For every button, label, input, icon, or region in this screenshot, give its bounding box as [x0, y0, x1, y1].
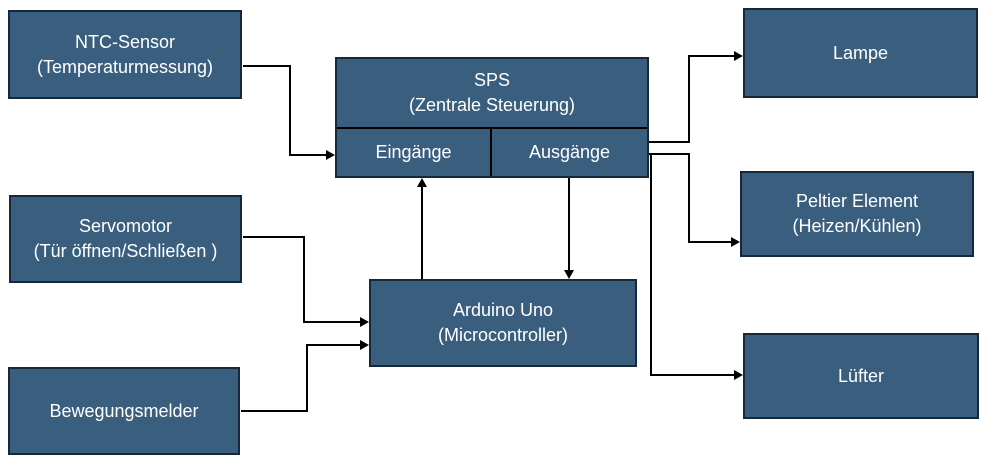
connector-servo-to-arduino-segment: [303, 321, 361, 323]
arrowhead-into-eingaenge-icon: [326, 150, 335, 160]
connector-ausgaenge-to-peltier-segment: [649, 153, 690, 155]
node-sps-subrow: Eingänge Ausgänge: [337, 127, 647, 176]
node-servomotor-subtitle: (Tür öffnen/Schließen ): [33, 241, 218, 261]
arrowhead-into-arduino-top-icon: [564, 270, 574, 279]
node-ntc-sensor: NTC-Sensor (Temperaturmessung): [8, 10, 242, 99]
connector-ausgaenge-to-arduino-segment: [568, 178, 570, 271]
node-arduino-uno: Arduino Uno (Microcontroller): [369, 279, 637, 367]
arrowhead-into-eingaenge-bottom-icon: [417, 178, 427, 187]
node-sps-ausgaenge-label: Ausgänge: [528, 142, 611, 162]
connector-servo-to-arduino-segment: [243, 236, 305, 238]
connector-ntc-to-eingaenge-segment: [289, 154, 327, 156]
node-peltier-element-title: Peltier Element: [795, 191, 919, 211]
connector-servo-to-arduino-segment: [303, 236, 305, 323]
node-bewegungsmelder-title: Bewegungsmelder: [49, 400, 199, 421]
node-peltier-element-subtitle: (Heizen/Kühlen): [792, 216, 922, 236]
node-ntc-sensor-subtitle: (Temperaturmessung): [36, 56, 214, 77]
node-sps-eingaenge: Eingänge: [337, 129, 492, 176]
node-ntc-sensor-title: NTC-Sensor: [74, 31, 176, 52]
connector-ausgaenge-to-luefter-segment: [650, 374, 735, 376]
connector-arduino-to-eingaenge-segment: [421, 186, 423, 279]
connector-ntc-to-eingaenge-segment: [289, 65, 291, 156]
connector-motion-to-arduino-segment: [241, 410, 308, 412]
connector-ausgaenge-to-peltier-segment: [688, 153, 690, 243]
node-lampe: Lampe: [743, 8, 978, 98]
node-sps-subtitle: (Zentrale Steuerung): [408, 95, 576, 115]
node-sps-header: SPS (Zentrale Steuerung): [337, 59, 647, 127]
node-servomotor-title: Servomotor: [78, 216, 173, 236]
node-servomotor: Servomotor (Tür öffnen/Schließen ): [9, 195, 242, 283]
connector-ausgaenge-to-lampe-segment: [688, 56, 690, 143]
connector-ausgaenge-to-lampe-segment: [649, 141, 690, 143]
node-arduino-uno-title: Arduino Uno: [452, 300, 554, 320]
node-arduino-uno-subtitle: (Microcontroller): [437, 325, 569, 345]
node-peltier-element: Peltier Element (Heizen/Kühlen): [740, 171, 974, 257]
connector-motion-to-arduino-segment: [306, 345, 308, 412]
node-sps-ausgaenge: Ausgänge: [492, 129, 647, 176]
connector-ausgaenge-to-lampe-segment: [688, 55, 735, 57]
node-luefter: Lüfter: [743, 333, 979, 419]
arrowhead-into-arduino-icon: [360, 317, 369, 327]
arrowhead-into-peltier-icon: [731, 237, 740, 247]
connector-motion-to-arduino-segment: [306, 344, 361, 346]
connector-ntc-to-eingaenge-segment: [243, 65, 291, 67]
node-luefter-title: Lüfter: [837, 365, 885, 386]
connector-ausgaenge-to-luefter-segment: [650, 153, 652, 376]
node-lampe-title: Lampe: [832, 42, 889, 63]
arrowhead-into-lampe-icon: [734, 51, 743, 61]
node-bewegungsmelder: Bewegungsmelder: [8, 367, 240, 455]
node-sps-title: SPS: [473, 70, 511, 90]
node-sps: SPS (Zentrale Steuerung) Eingänge Ausgän…: [335, 57, 649, 178]
node-sps-eingaenge-label: Eingänge: [375, 142, 452, 162]
connector-ausgaenge-to-peltier-segment: [688, 241, 732, 243]
arrowhead-into-arduino-icon: [360, 340, 369, 350]
arrowhead-into-luefter-icon: [734, 370, 743, 380]
